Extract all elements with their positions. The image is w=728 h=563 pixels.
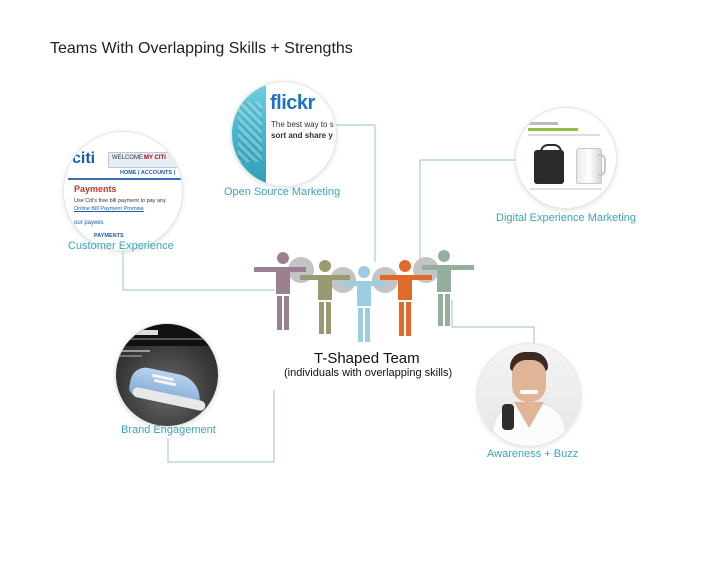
connector-digital-experience	[419, 159, 516, 262]
citi-line-1: Use Citi's free bill payment to pay any	[74, 198, 166, 204]
flickr-tagline-2: sort and share y	[271, 131, 333, 140]
team-member-1	[254, 252, 306, 330]
citi-logo: citi	[72, 150, 96, 167]
awareness-buzz-image	[478, 344, 580, 446]
citi-line-2: Online Bill Payment Promise	[74, 206, 144, 212]
page-title: Teams With Overlapping Skills + Strength…	[50, 40, 353, 57]
open-source-marketing-image: flickr The best way to s sort and share …	[232, 82, 336, 186]
person-face	[512, 360, 546, 402]
citi-tab-mycity: MY CITI	[144, 155, 166, 161]
citi-line-4: PAYMENTS	[94, 233, 124, 239]
citi-tab-welcome: WELCOME	[112, 155, 144, 161]
digital-experience-marketing-image	[516, 108, 616, 208]
kettle-shape	[576, 148, 602, 184]
flickr-tagline-1: The best way to s	[271, 120, 334, 129]
team-member-2	[300, 260, 350, 334]
shaver-shape	[502, 404, 514, 430]
connector-brand-engagement	[167, 390, 275, 463]
team-member-3	[342, 266, 386, 342]
connector-awareness	[451, 300, 535, 347]
caption-customer-experience: Customer Experience	[68, 240, 174, 252]
customer-experience-image: citi WELCOME MY CITI HOME | ACCOUNTS | P…	[64, 132, 182, 250]
citi-payments-heading: Payments	[74, 184, 117, 194]
brand-engagement-image	[116, 324, 218, 426]
citi-line-3: our payees	[74, 220, 104, 226]
connector-customer-experience	[122, 252, 275, 291]
caption-awareness-buzz: Awareness + Buzz	[487, 448, 579, 460]
flickr-logo: flickr	[270, 92, 315, 114]
center-subtitle: (individuals with overlapping skills)	[284, 367, 453, 379]
center-title: T-Shaped Team	[314, 350, 420, 367]
team-member-5	[422, 250, 474, 326]
caption-open-source-marketing: Open Source Marketing	[224, 186, 341, 198]
caption-brand-engagement: Brand Engagement	[121, 424, 216, 436]
caption-digital-experience-marketing: Digital Experience Marketing	[496, 212, 637, 224]
citi-nav: HOME | ACCOUNTS |	[120, 170, 176, 176]
team-member-4	[380, 260, 432, 336]
connector-open-source	[336, 124, 376, 262]
t-shaped-team-figures	[254, 250, 474, 342]
